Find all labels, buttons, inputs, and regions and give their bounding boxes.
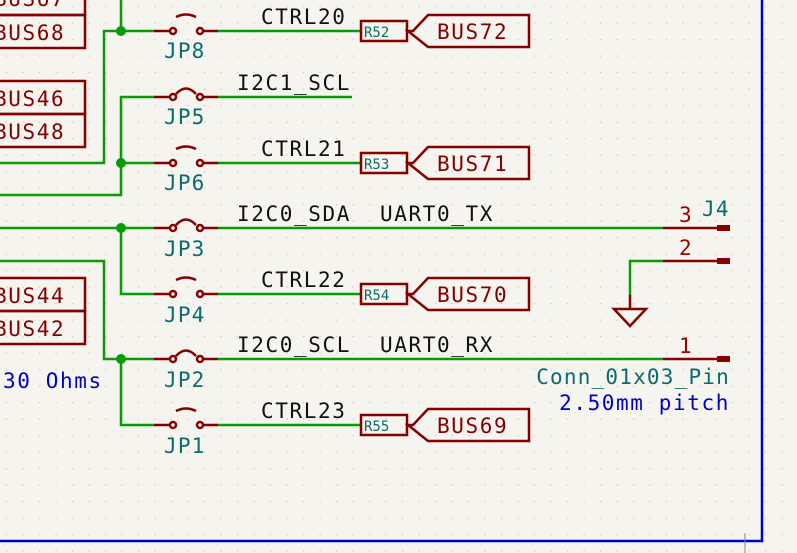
connector-note: 2.50mm pitch bbox=[559, 391, 730, 415]
jumper-jp5[interactable]: JP5 I2C1_SCL bbox=[154, 71, 351, 129]
left-note: 30 Ohms bbox=[3, 369, 103, 393]
left-bus-labels: BUS67 BUS68 BUS46 BUS48 BUS44 BUS42 bbox=[0, 0, 87, 346]
resistor-ref: R55 bbox=[364, 419, 389, 435]
net-label: CTRL20 bbox=[261, 5, 346, 29]
jumper-jp4[interactable]: JP4 CTRL22 bbox=[154, 268, 346, 327]
jumper-ref: JP8 bbox=[164, 39, 206, 63]
bus-label[interactable]: BUS46 bbox=[0, 87, 65, 111]
wires[interactable] bbox=[0, 0, 663, 427]
sheet-border bbox=[0, 0, 764, 543]
pin-number: 2 bbox=[679, 236, 692, 260]
jumper-ref: JP3 bbox=[164, 237, 206, 261]
jumper-jp3[interactable]: JP3 I2C0_SDA UART0_TX bbox=[154, 202, 494, 261]
bus-label[interactable]: BUS70 bbox=[437, 283, 508, 307]
net-label: UART0_TX bbox=[380, 202, 494, 226]
bus-label[interactable]: BUS48 bbox=[0, 120, 65, 144]
resistor-ref: R52 bbox=[364, 25, 389, 41]
junctions bbox=[116, 26, 126, 364]
resistor-ref: R54 bbox=[364, 288, 389, 304]
bus-label[interactable]: BUS72 bbox=[437, 20, 508, 44]
bus-label[interactable]: BUS42 bbox=[0, 317, 65, 341]
jumper-ref: JP6 bbox=[164, 171, 206, 195]
net-label: I2C0_SCL bbox=[237, 333, 351, 357]
ground-symbol[interactable] bbox=[611, 295, 649, 328]
net-label: CTRL23 bbox=[261, 399, 346, 423]
bus-label[interactable]: BUS68 bbox=[0, 21, 65, 45]
jumper-ref: JP4 bbox=[164, 303, 206, 327]
pin-number: 3 bbox=[679, 203, 692, 227]
bus-label[interactable]: BUS69 bbox=[437, 414, 508, 438]
jumper-jp2[interactable]: JP2 I2C0_SCL UART0_RX bbox=[154, 333, 494, 392]
resistor-r53[interactable]: R53 BUS71 bbox=[359, 145, 531, 181]
bus-label[interactable]: BUS67 bbox=[0, 0, 65, 11]
pin-number: 1 bbox=[679, 334, 692, 358]
net-label: I2C0_SDA bbox=[237, 202, 351, 226]
resistor-r55[interactable]: R55 BUS69 bbox=[359, 407, 531, 443]
jumper-jp6[interactable]: JP6 CTRL21 bbox=[154, 137, 346, 195]
jumper-ref: JP2 bbox=[164, 368, 206, 392]
net-label: CTRL22 bbox=[261, 268, 346, 292]
net-label: CTRL21 bbox=[261, 137, 346, 161]
net-label: I2C1_SCL bbox=[237, 71, 351, 95]
jumper-ref: JP5 bbox=[164, 105, 206, 129]
resistor-ref: R53 bbox=[364, 157, 389, 173]
bus-label[interactable]: BUS71 bbox=[437, 152, 508, 176]
net-label: UART0_RX bbox=[380, 333, 494, 357]
resistor-r54[interactable]: R54 BUS70 bbox=[359, 276, 531, 312]
jumper-jp1[interactable]: JP1 CTRL23 bbox=[154, 399, 346, 458]
connector-value: Conn_01x03_Pin bbox=[536, 365, 730, 389]
jumper-jp8[interactable]: JP8 CTRL20 bbox=[154, 5, 346, 63]
connector-j4[interactable]: 3 2 1 J4 Conn_01x03_Pin 2.50mm pitch bbox=[536, 197, 730, 415]
connector-ref: J4 bbox=[702, 197, 730, 221]
bus-label[interactable]: BUS44 bbox=[0, 284, 65, 308]
jumper-ref: JP1 bbox=[164, 434, 206, 458]
resistor-r52[interactable]: R52 BUS72 bbox=[359, 13, 531, 49]
